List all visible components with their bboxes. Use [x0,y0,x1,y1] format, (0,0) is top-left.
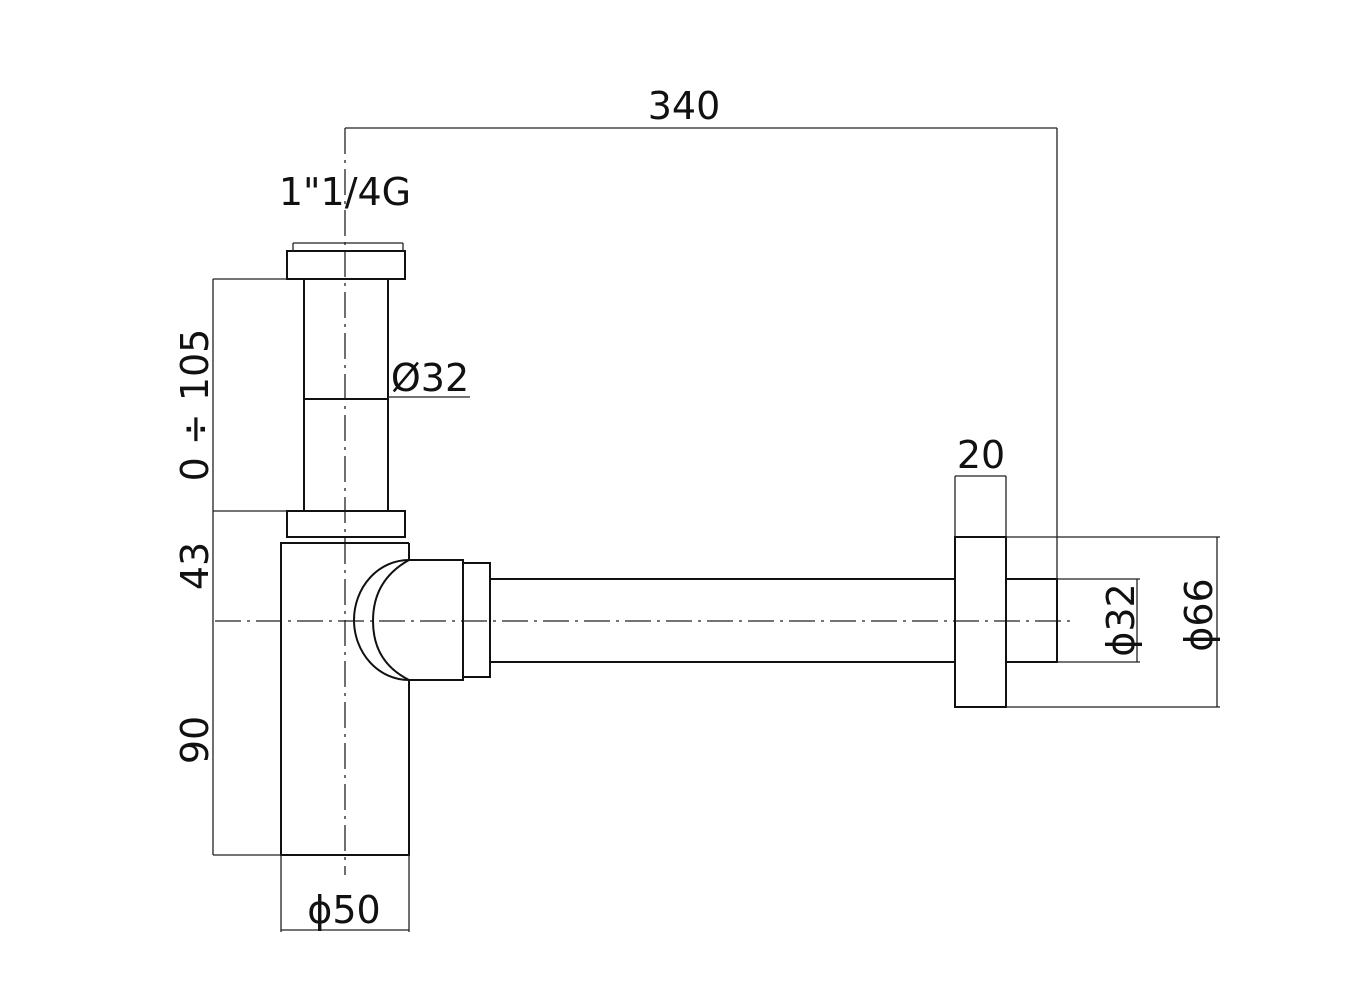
body-diameter-label: ϕ50 [307,888,380,932]
inlet-tube [303,278,389,512]
inlet-diameter-label: Ø32 [391,356,469,400]
height-adjust-label: 0 ÷ 105 [173,329,217,482]
elbow-curve [371,559,410,681]
flange-height-label: 43 [173,542,217,590]
rosette-thickness-label: 20 [957,433,1005,477]
elbow [353,559,464,681]
center-lines [215,128,1072,875]
siphon-body [280,250,1058,856]
wall-tube-end [1005,578,1058,663]
thread-label: 1"1/4G [279,170,411,214]
top-cap [286,250,406,280]
rosette-diameter-label: ϕ66 [1177,578,1221,651]
overall-length-label: 340 [648,84,721,128]
wall-rosette [954,536,1007,708]
union-nut [286,510,406,538]
outlet-diameter-label: ϕ32 [1099,583,1143,656]
outlet-nut [462,562,491,678]
dimension-lines [212,127,1220,932]
body-height-label: 90 [173,716,217,764]
dimension-labels: 340 1"1/4G Ø32 0 ÷ 105 43 90 ϕ50 20 ϕ32 … [173,84,1221,932]
